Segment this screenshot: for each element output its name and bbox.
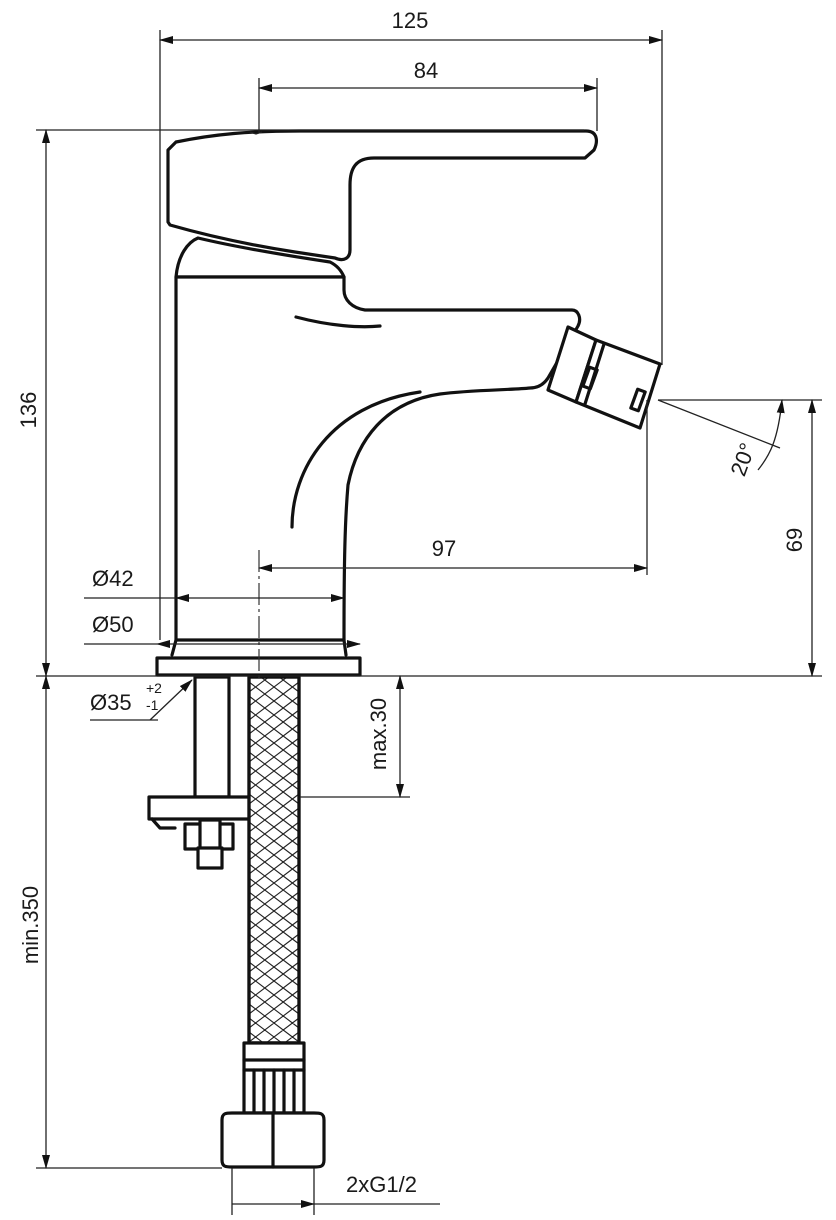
cartridge-dome [174, 236, 346, 279]
dim-overall-height: 136 [16, 392, 41, 429]
dimension-lines [36, 30, 822, 1215]
dim-spout-height: 69 [782, 528, 807, 552]
dimension-labels: 125 84 136 97 69 20° Ø42 Ø50 Ø35 +2 -1 m… [16, 8, 807, 1197]
aerator [546, 325, 662, 430]
dim-min-hose-length: min.350 [18, 886, 43, 964]
dim-hole-tolerance-lower: -1 [146, 697, 159, 713]
fixing-assembly [147, 675, 297, 870]
dim-base-diameter: Ø50 [92, 612, 134, 637]
dim-overall-width: 125 [392, 8, 429, 33]
flexible-hose [220, 675, 326, 1169]
mixer-body [174, 275, 582, 642]
lever-handle [166, 129, 598, 262]
dim-hole-tolerance-upper: +2 [146, 680, 162, 696]
dim-max-deck-thickness: max.30 [366, 698, 391, 770]
dim-lever-length: 84 [414, 58, 438, 83]
threaded-rod [193, 675, 231, 799]
mixer-outline [155, 129, 662, 677]
hose-braid-pattern [249, 677, 299, 1043]
dim-aerator-angle: 20° [726, 440, 761, 480]
dim-spout-projection: 97 [432, 536, 456, 561]
dim-connection-thread: 2xG1/2 [346, 1172, 417, 1197]
dim-body-diameter: Ø42 [92, 566, 134, 591]
dim-hole-diameter: Ø35 [90, 690, 132, 715]
